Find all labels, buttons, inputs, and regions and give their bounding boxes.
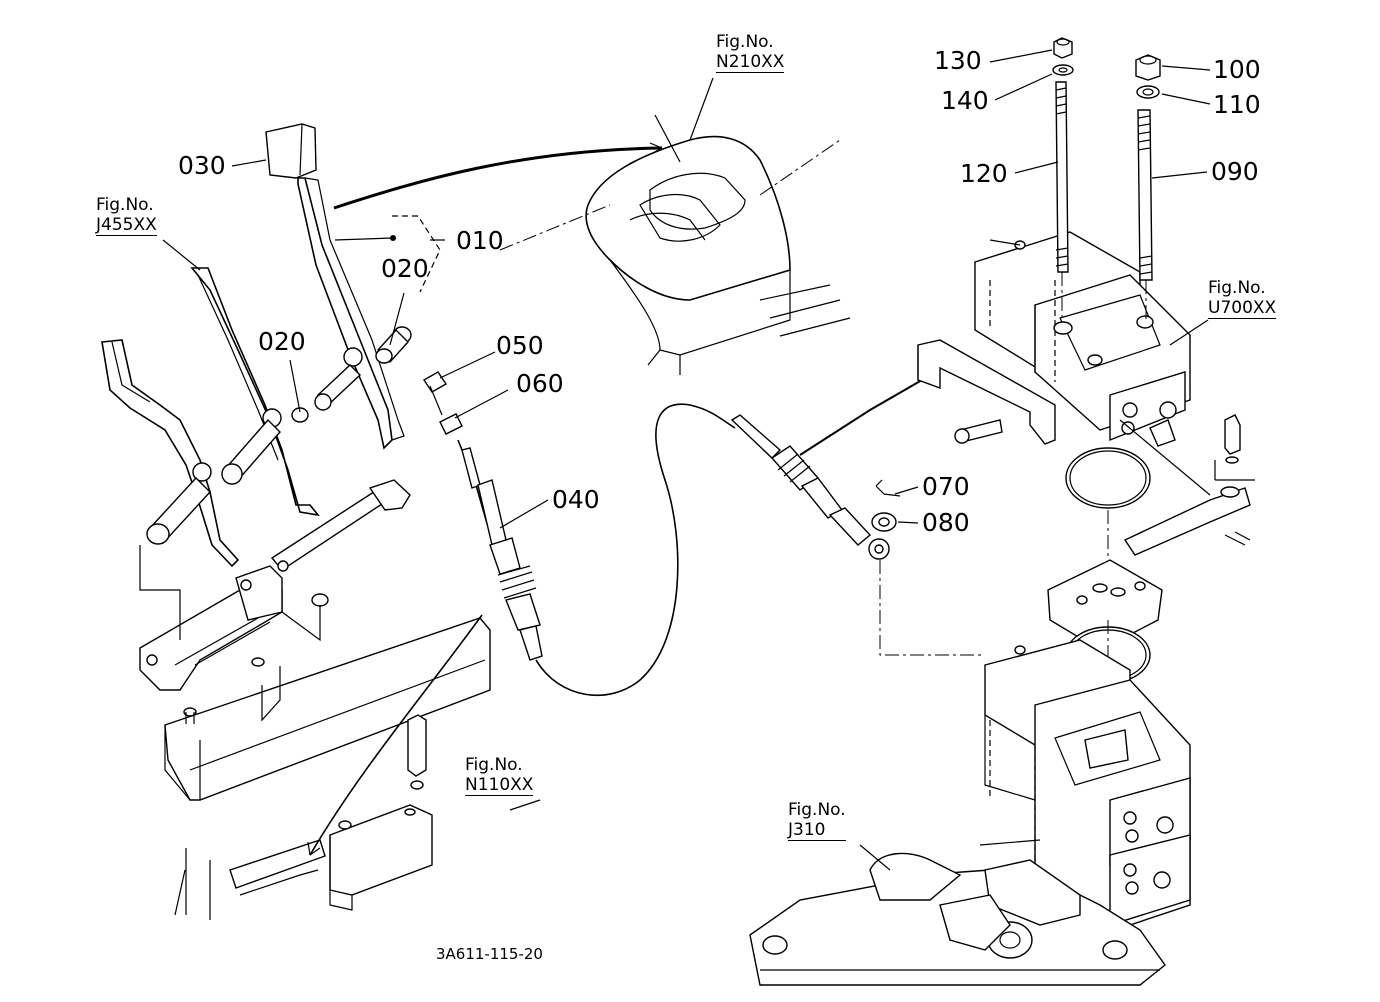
figure-ref-title: Fig.No. — [716, 32, 774, 52]
figure-ref-title: Fig.No. — [96, 195, 154, 215]
part-label-140: 140 — [941, 86, 989, 115]
figure-ref-j455: Fig.No. J455XX — [96, 195, 157, 236]
washer-080 — [871, 512, 897, 532]
washer-140 — [1052, 64, 1074, 76]
pin-070 — [875, 479, 901, 497]
part-label-110: 110 — [1213, 90, 1261, 119]
part-label-100: 100 — [1213, 55, 1261, 84]
valve-stack-lower — [984, 639, 1191, 936]
clip-050 — [423, 371, 447, 416]
lever-to-fender-curve — [333, 146, 663, 210]
support-plate — [164, 617, 491, 801]
part-label-080: 080 — [922, 508, 970, 537]
lever-010 — [265, 123, 405, 450]
part-label-020-lower: 020 — [258, 327, 306, 356]
cable-bracket — [917, 339, 1056, 445]
part-label-070: 070 — [922, 472, 970, 501]
base-casting-j310 — [749, 839, 1166, 986]
stud-bolt-120 — [1055, 81, 1069, 320]
figure-ref-code: J310 — [788, 820, 846, 841]
figure-ref-n110: Fig.No. N110XX — [465, 755, 534, 796]
figure-ref-code: N210XX — [716, 52, 785, 73]
mechanism-n110 — [174, 614, 483, 920]
bushing-020-upper — [375, 326, 412, 364]
figure-ref-title: Fig.No. — [1208, 278, 1266, 298]
part-label-030: 030 — [178, 151, 226, 180]
drawing-code: 3A611-115-20 — [436, 945, 543, 963]
figure-ref-code: U700XX — [1208, 298, 1277, 319]
part-label-120: 120 — [960, 159, 1008, 188]
part-label-040: 040 — [552, 485, 600, 514]
figure-ref-n210: Fig.No. N210XX — [716, 32, 785, 73]
part-label-010: 010 — [456, 226, 504, 255]
leader-lines — [162, 49, 1211, 871]
pivot-shaft — [270, 479, 411, 572]
washer-110 — [1136, 85, 1160, 99]
nut-130 — [1053, 37, 1073, 59]
part-label-130: 130 — [934, 46, 982, 75]
nut-100 — [1135, 54, 1161, 81]
lever-bracket-base — [139, 545, 329, 691]
fender-cover — [499, 135, 851, 375]
control-valve-u700 — [974, 231, 1191, 447]
figure-ref-code: J455XX — [96, 215, 157, 236]
figure-ref-code: N110XX — [465, 775, 534, 796]
lever-assembly-j455 — [101, 267, 320, 568]
control-cable-040 — [457, 379, 923, 697]
figure-ref-j310: Fig.No. J310 — [788, 800, 846, 841]
clip-060 — [439, 413, 463, 435]
part-label-050: 050 — [496, 331, 544, 360]
part-label-090: 090 — [1211, 157, 1259, 186]
part-label-060: 060 — [516, 369, 564, 398]
figure-ref-u700: Fig.No. U700XX — [1208, 278, 1277, 319]
figure-ref-title: Fig.No. — [788, 800, 846, 820]
link-arm — [1119, 414, 1255, 556]
bushing-020-lower — [291, 407, 309, 423]
stud-bolt-090 — [1137, 109, 1153, 320]
part-label-020-upper: 020 — [381, 254, 429, 283]
lever-set-bracket — [392, 215, 441, 293]
o-ring-upper — [1065, 447, 1151, 509]
spacer-plate — [1047, 559, 1163, 651]
figure-ref-title: Fig.No. — [465, 755, 523, 775]
